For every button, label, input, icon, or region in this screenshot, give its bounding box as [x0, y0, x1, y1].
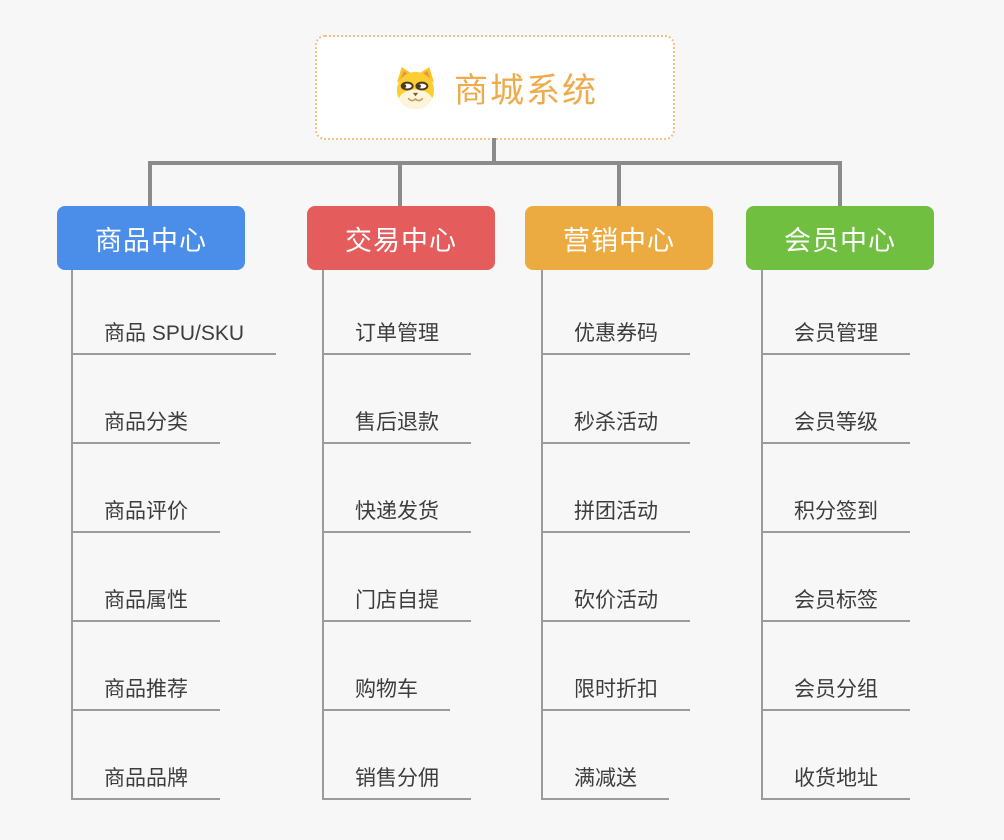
- leaf-node[interactable]: 购物车: [322, 665, 450, 711]
- connector-root-vertical: [492, 138, 496, 165]
- leaf-node[interactable]: 会员标签: [761, 576, 910, 622]
- leaf-node[interactable]: 商品 SPU/SKU: [71, 309, 277, 355]
- connector-bus-horizontal: [148, 161, 842, 165]
- leaf-node[interactable]: 秒杀活动: [541, 398, 690, 444]
- leaf-node[interactable]: 商品品牌: [71, 754, 220, 800]
- branch-spine-trade: 订单管理 售后退款 快递发货 门店自提 购物车 销售分佣: [322, 270, 471, 800]
- connector-drop-product: [148, 161, 152, 207]
- leaf-node[interactable]: 商品评价: [71, 487, 220, 533]
- leaf-node[interactable]: 商品分类: [71, 398, 220, 444]
- leaf-node[interactable]: 快递发货: [322, 487, 471, 533]
- leaf-node[interactable]: 商品推荐: [71, 665, 220, 711]
- branch-node-marketing-center[interactable]: 营销中心: [525, 206, 713, 270]
- leaf-node[interactable]: 商品属性: [71, 576, 220, 622]
- leaf-node[interactable]: 订单管理: [322, 309, 471, 355]
- leaf-node[interactable]: 砍价活动: [541, 576, 690, 622]
- leaf-node[interactable]: 满减送: [541, 754, 669, 800]
- leaf-node[interactable]: 售后退款: [322, 398, 471, 444]
- leaf-node[interactable]: 门店自提: [322, 576, 471, 622]
- connector-drop-trade: [398, 161, 402, 207]
- leaf-node[interactable]: 会员分组: [761, 665, 910, 711]
- leaf-node[interactable]: 积分签到: [761, 487, 910, 533]
- doge-face-icon: [396, 66, 435, 110]
- leaf-node[interactable]: 优惠券码: [541, 309, 690, 355]
- leaf-node[interactable]: 会员等级: [761, 398, 910, 444]
- root-node[interactable]: 商城系统: [315, 35, 675, 140]
- branch-spine-product: 商品 SPU/SKU 商品分类 商品评价 商品属性 商品推荐 商品品牌: [71, 270, 277, 800]
- leaf-node[interactable]: 拼团活动: [541, 487, 690, 533]
- branch-node-member-center[interactable]: 会员中心: [746, 206, 934, 270]
- leaf-node[interactable]: 会员管理: [761, 309, 910, 355]
- connector-drop-marketing: [617, 161, 621, 207]
- root-title: 商城系统: [454, 72, 598, 110]
- branch-node-trade-center[interactable]: 交易中心: [307, 206, 495, 270]
- branch-node-product-center[interactable]: 商品中心: [57, 206, 245, 270]
- leaf-node[interactable]: 限时折扣: [541, 665, 690, 711]
- branch-spine-marketing: 优惠券码 秒杀活动 拼团活动 砍价活动 限时折扣 满减送: [541, 270, 690, 800]
- connector-drop-member: [838, 161, 842, 207]
- branch-spine-member: 会员管理 会员等级 积分签到 会员标签 会员分组 收货地址: [761, 270, 910, 800]
- leaf-node[interactable]: 收货地址: [761, 754, 910, 800]
- leaf-node[interactable]: 销售分佣: [322, 754, 471, 800]
